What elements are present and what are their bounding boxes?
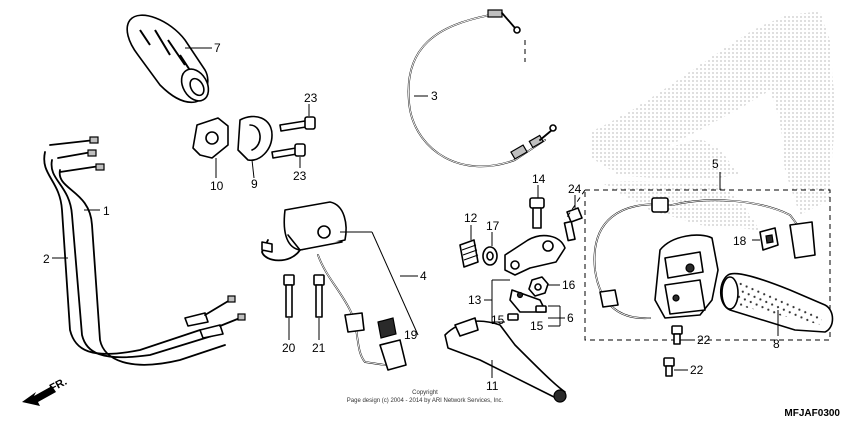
bolt-21 xyxy=(313,274,325,340)
label-11: 11 xyxy=(486,379,499,393)
label-23-upper: 23 xyxy=(304,91,318,105)
label-5: 5 xyxy=(712,157,719,171)
label-9: 9 xyxy=(251,177,258,191)
throttle-cables xyxy=(43,136,246,366)
clutch-lever-group xyxy=(444,185,583,403)
front-direction-arrow: FR. xyxy=(22,376,69,406)
clutch-cable xyxy=(407,9,557,168)
label-12: 12 xyxy=(464,211,478,225)
label-19: 19 xyxy=(404,328,418,342)
right-switch-assembly xyxy=(564,172,831,341)
bolt-20 xyxy=(283,274,295,340)
label-1: 1 xyxy=(103,204,110,218)
label-4: 4 xyxy=(420,269,427,283)
label-6: 6 xyxy=(567,311,574,325)
label-13: 13 xyxy=(468,293,482,307)
wing-logo-watermark xyxy=(590,12,835,230)
copyright-line-1: Copyright xyxy=(412,390,438,396)
diagram-code: MFJAF0300 xyxy=(784,408,840,419)
label-7: 7 xyxy=(214,41,221,55)
label-15-left: 15 xyxy=(491,313,505,327)
label-22-lower: 22 xyxy=(690,363,704,377)
part-labels: 7 23 10 9 23 1 2 3 4 5 6 8 11 12 13 14 1… xyxy=(43,41,780,393)
label-20: 20 xyxy=(282,341,296,355)
label-8: 8 xyxy=(773,337,780,351)
label-16: 16 xyxy=(562,278,576,292)
label-18: 18 xyxy=(733,234,747,248)
bolt-23-lower xyxy=(271,143,306,159)
label-22-upper: 22 xyxy=(697,333,711,347)
bolt-23-upper xyxy=(279,116,316,132)
label-23-lower: 23 xyxy=(293,169,307,183)
throttle-holder-set xyxy=(192,104,316,179)
screw-22-lower xyxy=(663,357,688,377)
label-3: 3 xyxy=(431,89,438,103)
copyright: Copyright Page design (c) 2004 - 2014 by… xyxy=(347,390,504,404)
label-10: 10 xyxy=(210,179,224,193)
screw-22-upper xyxy=(671,325,695,345)
label-17: 17 xyxy=(486,219,500,233)
label-21: 21 xyxy=(312,341,326,355)
right-grip xyxy=(719,272,834,336)
left-grip xyxy=(126,14,212,104)
label-14: 14 xyxy=(532,172,546,186)
label-24: 24 xyxy=(568,182,582,196)
front-label: FR. xyxy=(48,376,69,395)
label-15-right: 15 xyxy=(530,319,544,333)
label-2: 2 xyxy=(43,252,50,266)
left-switch-housing xyxy=(261,201,419,371)
copyright-line-2: Page design (c) 2004 - 2014 by ARI Netwo… xyxy=(347,398,504,404)
